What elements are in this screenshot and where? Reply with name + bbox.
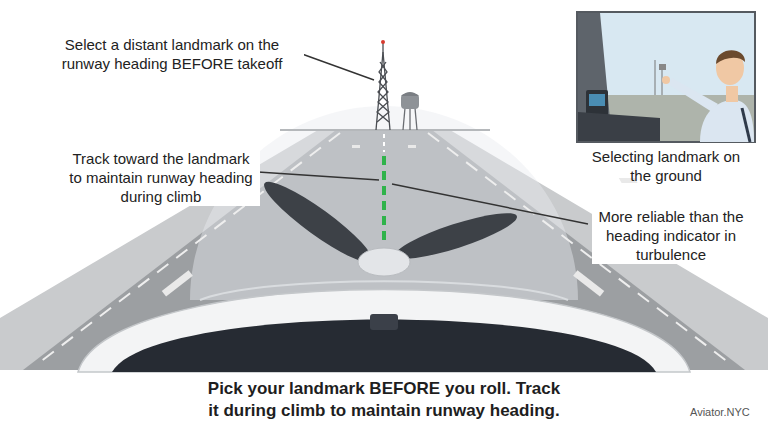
tower-light	[381, 40, 385, 44]
centerline-green	[382, 156, 386, 245]
inset-pilot-scene	[577, 12, 755, 142]
engine-cowling	[78, 290, 690, 373]
spinner	[358, 248, 410, 276]
cowling-seam	[200, 281, 568, 300]
horizon-line	[280, 129, 490, 131]
centerline	[383, 134, 385, 152]
callout-label: Select a distant landmark on the runway …	[40, 36, 304, 74]
caption: Pick your landmark BEFORE you roll. Trac…	[134, 378, 634, 422]
callout-label: More reliable than the heading indicator…	[592, 208, 750, 264]
propeller-blade	[391, 205, 520, 267]
leader-lines	[258, 54, 588, 224]
radio-tower	[376, 42, 390, 130]
callout-label: Track toward the landmark to maintain ru…	[62, 150, 260, 206]
water-tower	[401, 92, 419, 130]
watermark: Aviator.NYC	[690, 406, 764, 420]
inset-caption: Selecting landmark on the ground	[590, 148, 742, 186]
compass-housing	[370, 314, 398, 330]
